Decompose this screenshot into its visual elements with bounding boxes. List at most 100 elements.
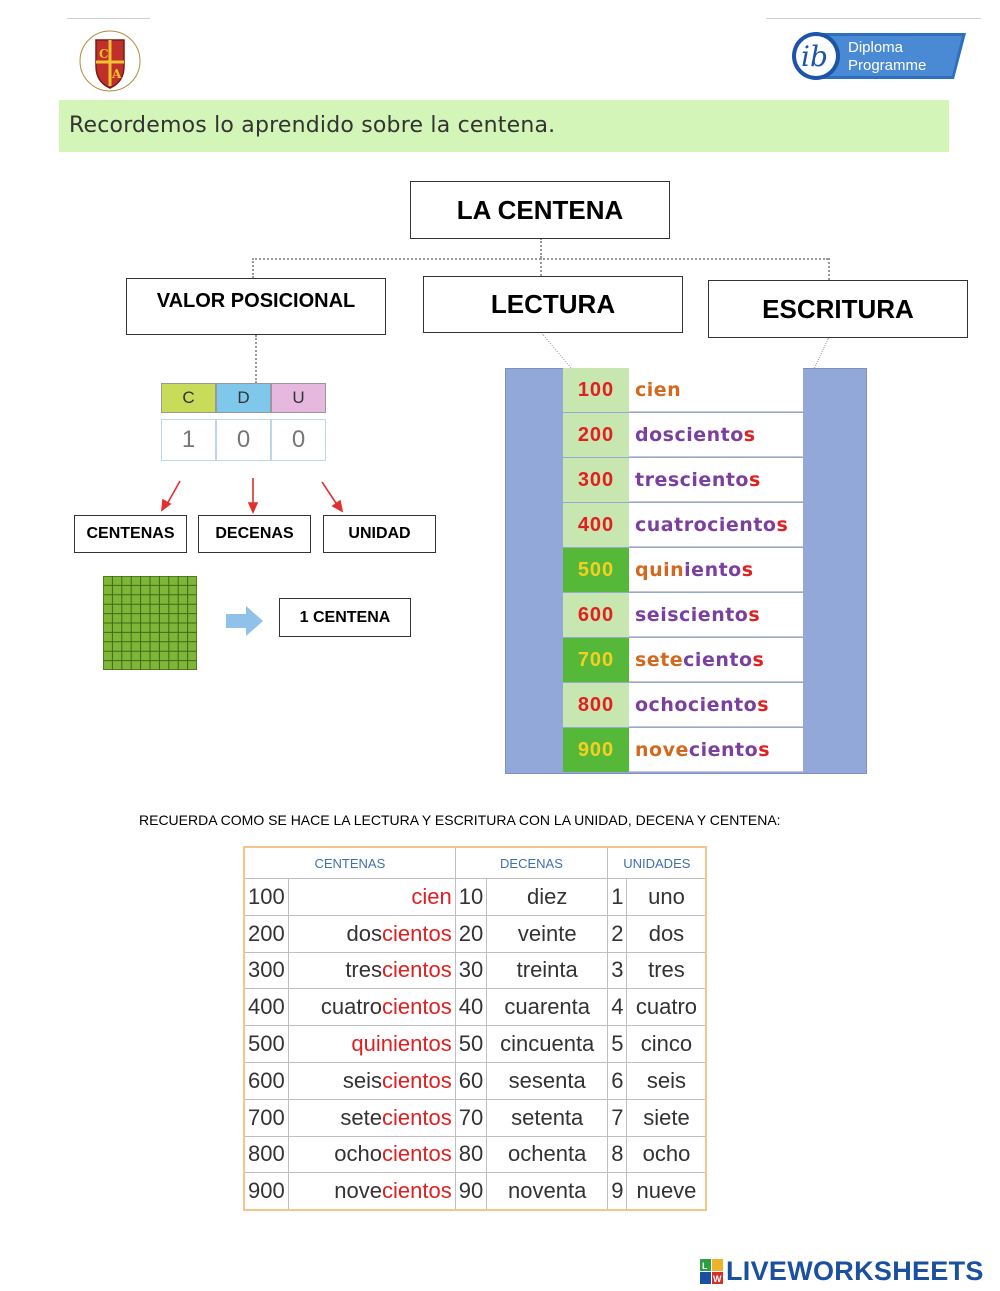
svg-text:Diploma: Diploma (848, 39, 904, 56)
decena-word: cuarenta (486, 988, 609, 1027)
lectura-number: 600 (563, 593, 629, 637)
decena-word: diez (486, 878, 609, 916)
decena-number: 70 (454, 1098, 488, 1137)
school-crest-logo: C A (70, 28, 150, 94)
centena-number: 300 (243, 951, 289, 990)
unidad-number: 2 (607, 914, 628, 953)
cdu-header-u: U (271, 383, 326, 413)
unidad-word: dos (626, 914, 707, 953)
cdu-digit: 1 (181, 426, 196, 453)
centena-number: 400 (243, 988, 289, 1027)
unidad-number: 9 (607, 1172, 628, 1211)
decena-number: 80 (454, 1135, 488, 1174)
place-label: UNIDAD (348, 525, 411, 542)
decena-word: treinta (486, 951, 609, 990)
arrow-head-icon (161, 498, 172, 512)
label-centenas: CENTENAS (74, 515, 187, 553)
brand-name: LIVEWORKSHEETS (726, 1256, 984, 1286)
centena-word-suffix: cientos (382, 1067, 452, 1093)
centena-number: 700 (243, 1098, 289, 1137)
centena-number: 100 (243, 878, 289, 916)
unidad-word: tres (626, 951, 707, 990)
branch-valor-posicional: VALOR POSICIONAL (126, 278, 386, 335)
centena-word: ochocientos (287, 1135, 456, 1174)
unidad-number: 7 (607, 1098, 628, 1137)
recuerda-instruction: RECUERDA COMO SE HACE LA LECTURA Y ESCRI… (139, 812, 781, 828)
cdu-header-c: C (161, 383, 216, 413)
unidad-word: cinco (626, 1025, 707, 1063)
lectura-word-part: ciento (687, 693, 758, 716)
lectura-number: 300 (563, 458, 629, 502)
lectura-word-part: ciento (679, 603, 749, 626)
top-rule-right (766, 18, 981, 19)
connector-escritura (814, 338, 829, 368)
lectura-word-part: ciento (688, 738, 759, 761)
lectura-word-part: s (741, 558, 754, 581)
centena-word: seiscientos (287, 1061, 456, 1100)
lectura-word-part: dos (635, 423, 675, 446)
cdu-digit-c: 1 (161, 419, 216, 461)
centena-word-suffix: cientos (382, 1178, 452, 1204)
connector-left (252, 258, 254, 278)
centena-word-suffix: cien (411, 883, 452, 909)
header-decenas: DECENAS (454, 846, 609, 879)
diagram-root-box: LA CENTENA (410, 181, 670, 239)
connector-lectura (542, 334, 600, 368)
lectura-word-part: s (752, 648, 765, 671)
liveworksheets-brand: L W LIVEWORKSHEETS (700, 1256, 984, 1287)
centena-number: 500 (243, 1025, 289, 1063)
lectura-word-part: nove (635, 738, 689, 761)
branch-label: ESCRITURA (762, 293, 914, 324)
lectura-word-part: s (757, 693, 770, 716)
lectura-word-part: sete (635, 648, 684, 671)
centena-word: novecientos (287, 1172, 456, 1211)
arrow-head-icon (331, 499, 344, 513)
lectura-word-part: s (748, 603, 761, 626)
header-unidades: UNIDADES (607, 846, 707, 879)
decena-word: veinte (486, 914, 609, 953)
unidad-number: 6 (607, 1061, 628, 1100)
centena-word: setecientos (287, 1098, 456, 1137)
top-rule-left (67, 18, 150, 19)
svg-text:A: A (111, 67, 122, 81)
lectura-word-part: ciento (683, 648, 753, 671)
unidad-word: uno (626, 878, 707, 916)
cdu-header-d: D (216, 383, 271, 413)
place-label: CENTENAS (86, 525, 175, 542)
hundred-block-icon (103, 576, 197, 670)
lectura-word-part: tres (635, 468, 680, 491)
cdu-header-label: C (182, 388, 195, 407)
header-centenas: CENTENAS (243, 846, 456, 879)
decena-number: 50 (454, 1025, 488, 1063)
lectura-number: 900 (563, 728, 629, 772)
decena-word: setenta (486, 1098, 609, 1137)
centena-word-suffix: cientos (382, 957, 452, 983)
unidad-word: seis (626, 1061, 707, 1100)
lectura-number: 400 (563, 503, 629, 547)
lectura-number: 100 (563, 368, 629, 412)
unidad-word: ocho (626, 1135, 707, 1174)
unidad-number: 3 (607, 951, 628, 990)
lectura-word-part: s (758, 738, 770, 761)
centena-word: trescientos (287, 951, 456, 990)
unidad-number: 4 (607, 988, 628, 1027)
svg-text:W: W (713, 1274, 722, 1284)
unidad-word: siete (626, 1098, 707, 1137)
centena-word-prefix: nove (334, 1178, 382, 1204)
cdu-digit-u: 0 (271, 419, 326, 461)
branch-escritura: ESCRITURA (708, 280, 968, 338)
decena-number: 60 (454, 1061, 488, 1100)
decena-word: noventa (486, 1172, 609, 1211)
